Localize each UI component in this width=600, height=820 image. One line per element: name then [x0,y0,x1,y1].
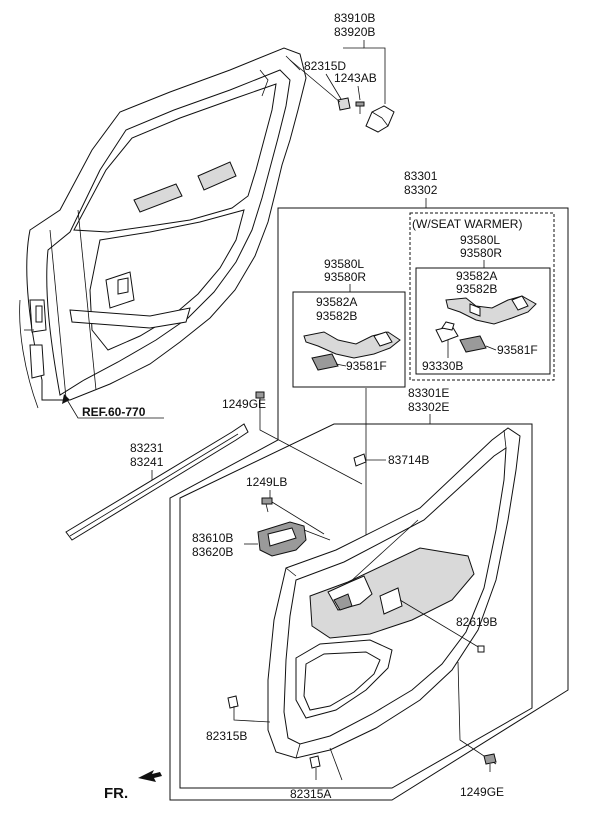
label-83302e: 83302E [408,400,449,414]
seat-warmer-box [409,212,555,381]
label-sw-93580l: 93580L [460,233,500,247]
label-1249lb: 1249LB [246,475,287,489]
seat-warmer-inner-box [415,267,551,375]
clip-83714b-icon [353,453,367,467]
label-83714b: 83714B [388,453,429,467]
label-1249ge-top: 1249GE [222,397,266,411]
clip-82619b-icon [477,645,485,653]
label-83301e: 83301E [408,386,449,400]
front-direction-label: FR. [104,785,128,802]
ref-arrow-icon [62,394,70,404]
assembly-frame-83301e [179,423,533,789]
inside-handle-icon [257,521,307,557]
label-83301: 83301 [404,169,438,183]
ref-label: REF.60-770 [82,405,146,419]
label-sw-93580r: 93580R [460,246,502,260]
clip-82315b-icon [227,695,239,709]
label-83920b: 83920B [334,25,375,39]
label-1249ge-bottom: 1249GE [460,785,504,799]
label-83241: 83241 [130,455,164,469]
screw-1249ge-top-icon [255,391,265,410]
weatherstrip-83231-icon [65,423,249,541]
label-93582a: 93582A [316,295,357,309]
label-82315d: 82315D [304,59,346,73]
label-82619b: 82619B [456,615,497,629]
label-83302: 83302 [404,183,438,197]
switch-panel-box [292,291,406,388]
label-83910b: 83910B [334,11,375,25]
seat-warmer-label: (W/SEAT WARMER) [412,217,522,231]
label-sw-93582b: 93582B [456,282,497,296]
screw-1249ge-bottom-icon [483,753,497,772]
label-83231: 83231 [130,441,164,455]
switch-sw-icon [435,321,487,353]
label-sw-93330b: 93330B [422,359,463,373]
screw-1243ab-icon [355,101,365,114]
label-93580l: 93580L [324,257,364,271]
cover-83910b-icon [365,105,395,133]
label-83610b: 83610B [192,531,233,545]
label-sw-93582a: 93582A [456,269,497,283]
switch-panel-sw-icon [445,295,537,325]
ref-leader-line [65,397,164,419]
front-arrow-icon [138,770,162,782]
label-93581f: 93581F [346,359,387,373]
label-83620b: 83620B [192,545,233,559]
label-93580r: 93580R [324,270,366,284]
rear-door-frame [19,47,307,409]
label-1243ab: 1243AB [334,71,377,85]
label-82315a: 82315A [290,787,331,801]
clip-82315a-icon [309,755,321,769]
clip-82315d-icon [337,97,351,111]
label-93582b: 93582B [316,309,357,323]
label-82315b: 82315B [206,729,247,743]
label-sw-93581f: 93581F [497,343,538,357]
switch-panel-icon [303,331,401,359]
assembly-frame-83301 [169,207,569,801]
screw-1249lb-icon [261,497,273,513]
switch-93581f-icon [311,353,339,371]
door-trim-panel [267,427,521,759]
